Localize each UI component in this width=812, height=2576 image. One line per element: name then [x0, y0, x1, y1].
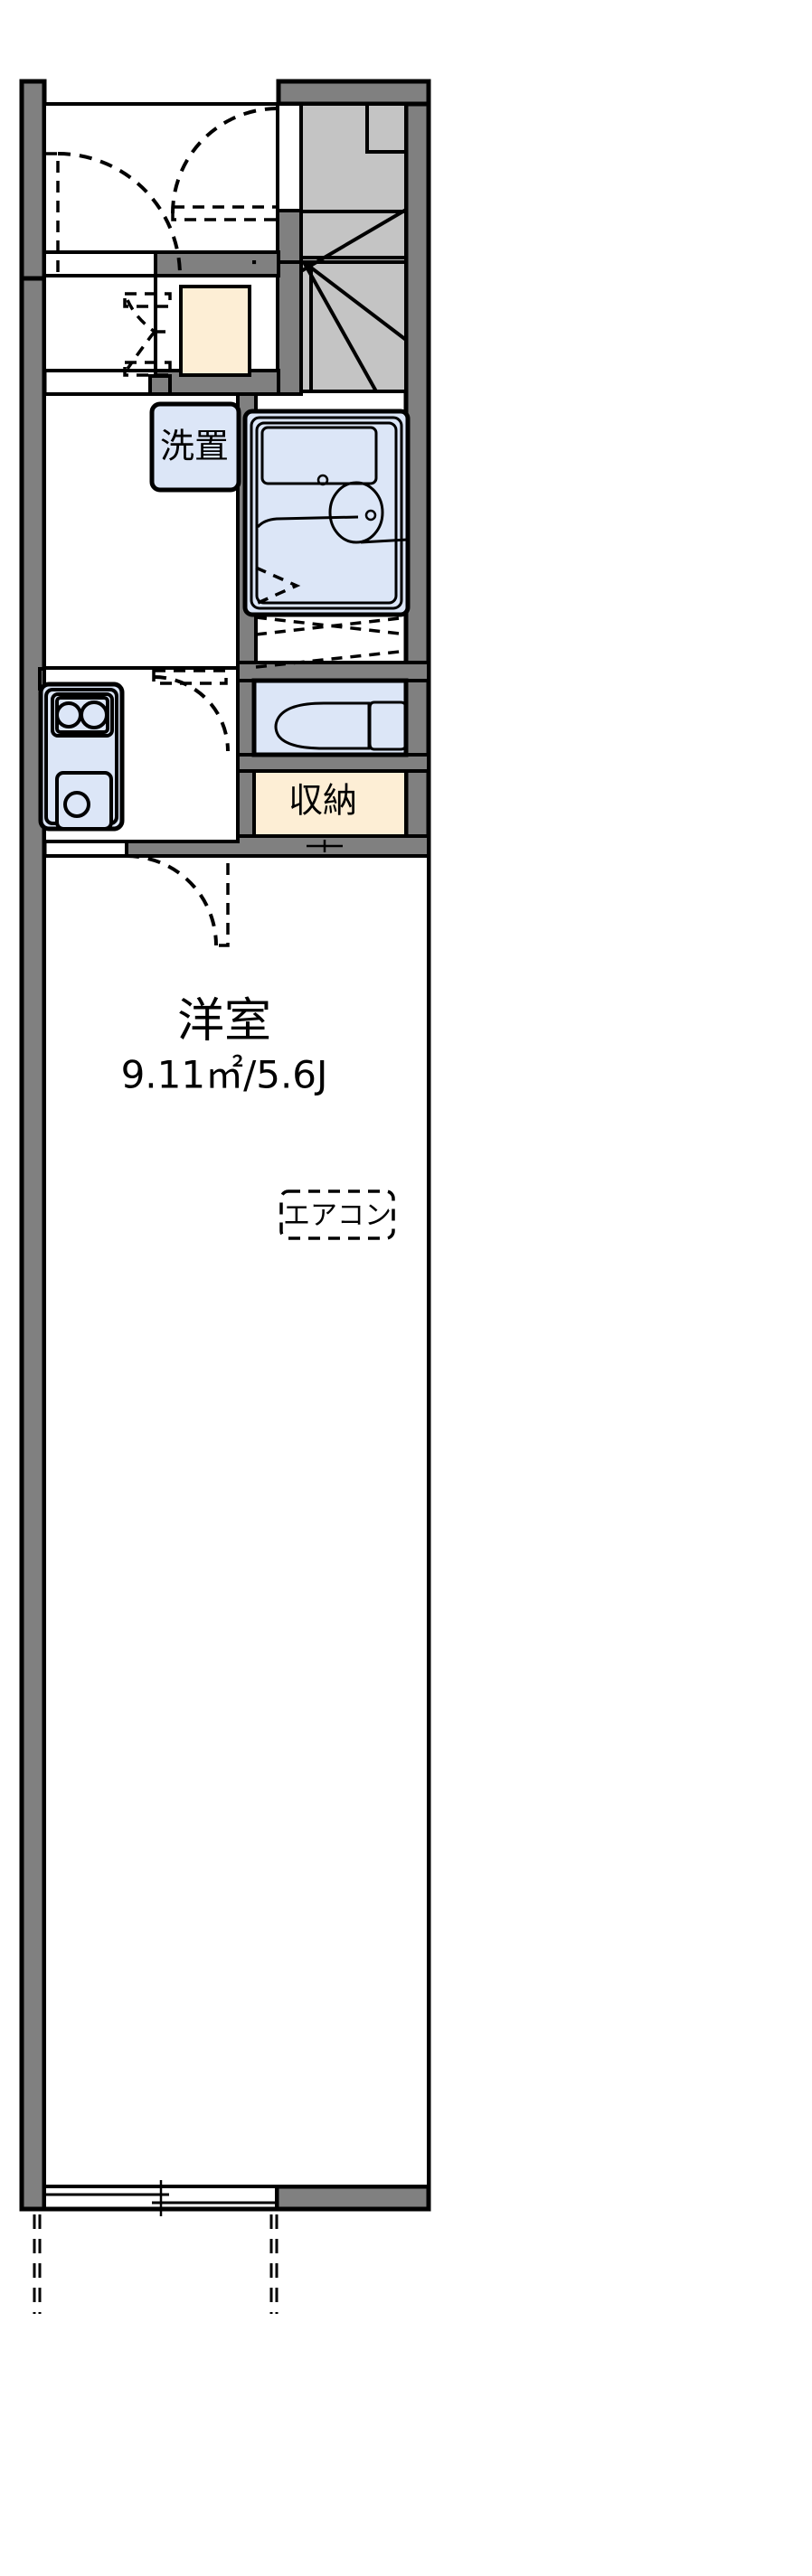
- wall-toilet-storage-div: [236, 753, 430, 773]
- stair-landing-box: [365, 104, 406, 154]
- bath-unit-inner-1: [250, 416, 403, 610]
- air-conditioner-label: エアコン: [283, 1200, 392, 1232]
- unit-bath: [242, 409, 411, 617]
- bath-unit-inner-2: [255, 421, 398, 605]
- room-upper-door-leaf: [152, 669, 228, 685]
- washer-space-label: 洗置: [160, 427, 229, 466]
- main-room-door-swing-arc: [126, 854, 218, 946]
- stair-winder-1: [302, 260, 408, 342]
- toilet-tank-icon: [368, 700, 408, 751]
- room-label-group: 洋室 9.11㎡/5.6J: [121, 994, 328, 1097]
- closet-label: 収納: [288, 781, 357, 821]
- wall-left-upper: [19, 79, 47, 281]
- dimension-lines: [33, 2214, 279, 2314]
- washbasin-drain-icon: [364, 509, 377, 522]
- hall-door-swing-arc: [171, 107, 279, 214]
- main-room-floor: [42, 854, 430, 2188]
- bath-floor-line: [360, 538, 409, 544]
- closet-door-handle-icon: [307, 840, 343, 852]
- entrance-storage: [179, 285, 251, 377]
- toilet-room: [251, 678, 409, 757]
- wall-top: [276, 79, 431, 107]
- main-room-door-leaf: [215, 854, 230, 947]
- genkan-lower: [42, 274, 157, 372]
- outline-accents: [22, 79, 429, 2212]
- hall-door-leaf: [171, 205, 279, 221]
- balcony-window: [42, 2180, 279, 2216]
- door-swings: [45, 107, 409, 947]
- burner-right-icon: [80, 700, 109, 729]
- bath-access-line-3: [255, 649, 409, 669]
- burner-left-icon: [55, 701, 82, 729]
- folding-door-arc-bottom: [126, 330, 156, 371]
- air-conditioner: エアコン: [279, 1189, 395, 1240]
- kitchen-unit: [38, 682, 125, 832]
- folding-door-arc-top: [126, 299, 156, 334]
- bath-unit-outer: [242, 409, 411, 617]
- stair-winder-2: [302, 261, 378, 392]
- staircase: [252, 102, 408, 393]
- wall-hall-bottom-left: [154, 250, 280, 277]
- genkan-upper-floor: [42, 102, 279, 254]
- entrance-door-swing-arc: [57, 152, 182, 277]
- air-conditioner-box: [279, 1189, 395, 1240]
- bath-door-arrow: [255, 566, 301, 606]
- sink-drain-icon: [63, 791, 90, 818]
- washer-box: [149, 401, 241, 493]
- room-area-label: 9.11㎡/5.6J: [121, 1053, 328, 1097]
- folding-door-panel-bottom: [123, 361, 172, 377]
- washbasin-icon: [328, 481, 384, 544]
- entrance-storage-box: [179, 285, 251, 377]
- entrance-door-leaf: [45, 152, 60, 277]
- toilet-bowl-icon: [274, 701, 371, 750]
- bathtub-drain-icon: [316, 474, 329, 486]
- corridor-floor: [42, 392, 240, 843]
- wall-storage-left: [236, 769, 256, 843]
- wall-left-main: [19, 276, 47, 2212]
- storage-closet: 収納: [252, 769, 408, 852]
- genkan-step: [42, 250, 157, 277]
- wall-toilet-left: [236, 679, 256, 757]
- bath-counter-edge: [256, 515, 359, 529]
- main-room: [42, 854, 430, 2188]
- washer-space: 洗置: [149, 401, 241, 493]
- wall-bottom-right: [274, 2184, 431, 2212]
- room-name-label: 洋室: [177, 994, 271, 1048]
- closet-box: [252, 769, 408, 838]
- toilet-floor: [251, 678, 409, 757]
- bath-access-line-2: [255, 616, 409, 636]
- folding-door-panel-top: [123, 292, 172, 308]
- hall-narrow-strip: [276, 102, 303, 212]
